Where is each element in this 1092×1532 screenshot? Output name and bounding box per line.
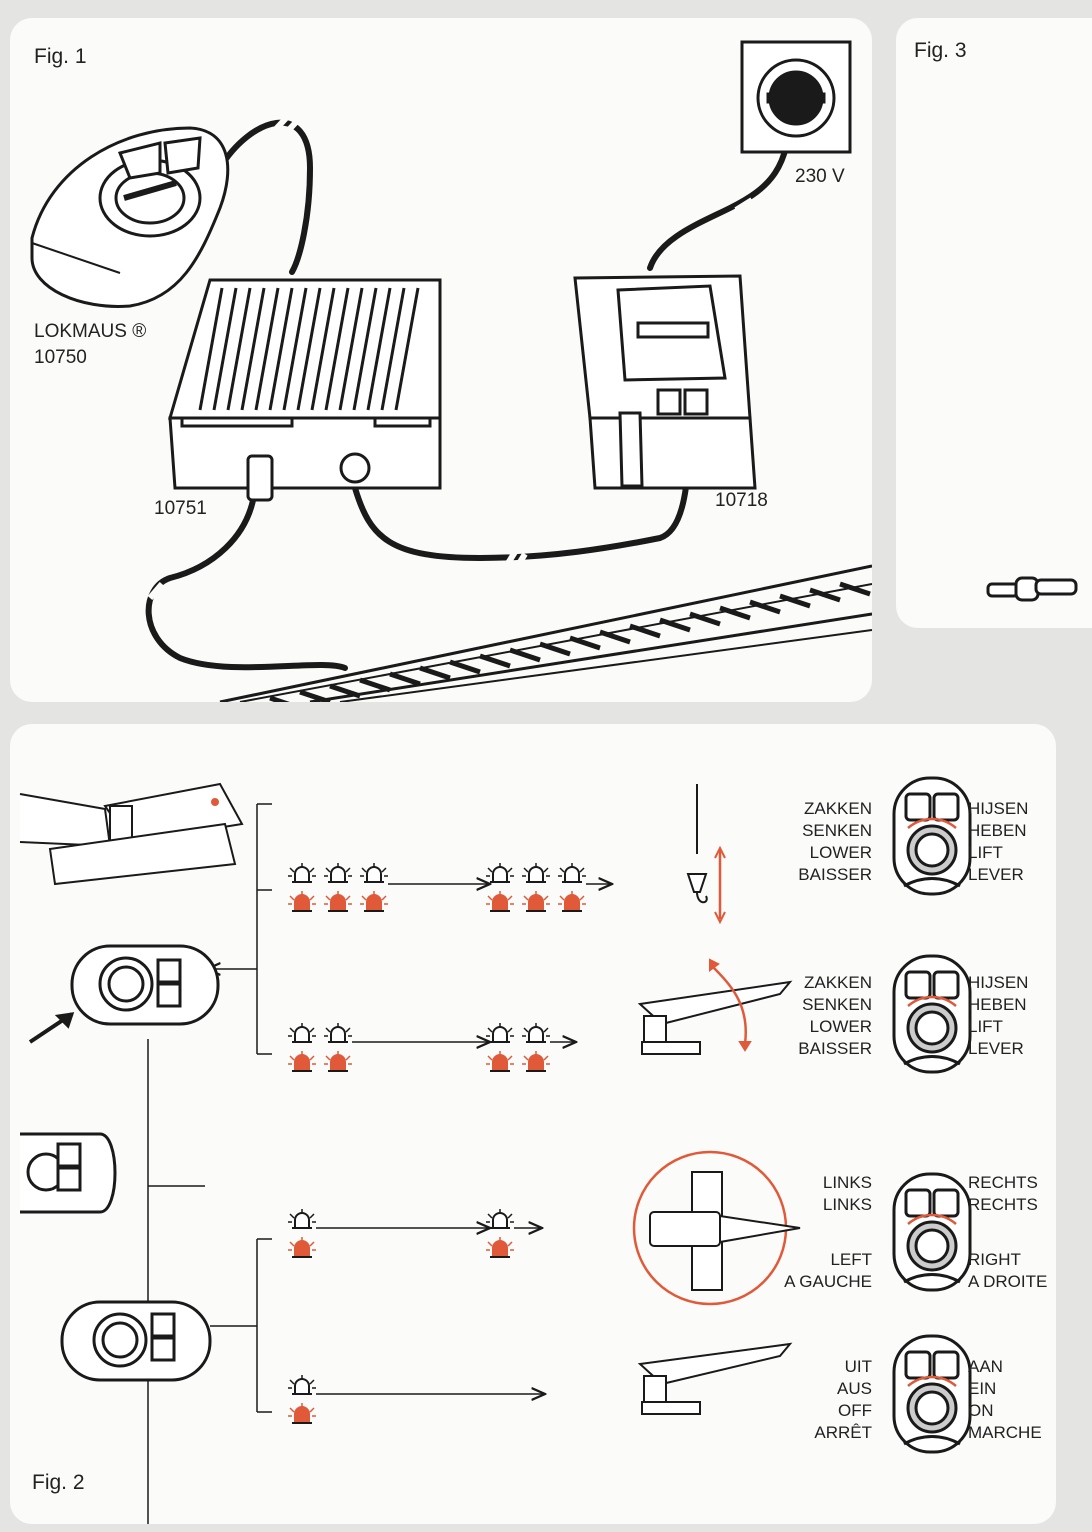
remote-icon-row1	[892, 776, 972, 896]
fig1-caption: Fig. 1	[34, 45, 87, 68]
row2-left-3: BAISSER	[798, 1039, 872, 1058]
row3-right-bottom-1: A DROITE	[968, 1272, 1048, 1291]
crane-wagon-icon	[19, 782, 244, 886]
controller-icon-3	[60, 1300, 212, 1382]
booster-number-label: 10751	[154, 498, 207, 519]
row2-right-1: HEBEN	[968, 995, 1027, 1014]
controller-icon-2	[20, 1132, 117, 1214]
fig2-drawing	[19, 776, 972, 1524]
row3-right-top-0: RECHTS	[968, 1173, 1038, 1192]
row3-right-bottom-0: RIGHT	[968, 1250, 1021, 1269]
fig1-drawing	[30, 40, 872, 702]
row3-lamps	[287, 1208, 542, 1258]
row1-right-2: LIFT	[968, 843, 1003, 862]
row1-right-3: LEVER	[968, 865, 1024, 884]
row2-right-2: LIFT	[968, 1017, 1003, 1036]
booster-box-icon	[168, 278, 442, 502]
row4-left-0: UIT	[844, 1357, 872, 1376]
crane-boom-icon-1	[637, 958, 793, 1055]
crane-hook-icon	[686, 784, 726, 925]
fig3-panel: Fig. 3	[896, 18, 1092, 628]
row4-left-2: OFF	[838, 1401, 872, 1420]
row1-left-2: LOWER	[809, 843, 872, 862]
row2-lamps	[287, 1022, 576, 1072]
row1-left-labels: ZAKKEN SENKEN LOWER BAISSER	[780, 798, 872, 886]
row4-left-3: ARRÊT	[814, 1423, 872, 1442]
row1-right-1: HEBEN	[968, 821, 1027, 840]
row3-left-top-labels: LINKS LINKS	[780, 1172, 872, 1216]
wall-socket-icon	[740, 40, 852, 154]
voltage-label: 230 V	[795, 166, 845, 187]
lokmaus-icon	[30, 126, 230, 308]
row2-left-0: ZAKKEN	[803, 973, 872, 992]
transformer-icon	[573, 274, 757, 490]
lokmaus-name-label: LOKMAUS ®	[34, 321, 147, 342]
connector-lines	[147, 803, 272, 1524]
row4-left-labels: UIT AUS OFF ARRÊT	[780, 1356, 872, 1444]
row2-left-2: LOWER	[809, 1017, 872, 1036]
row4-right-1: EIN	[968, 1379, 997, 1398]
controller-icon-1	[28, 944, 220, 1044]
remote-icon-row4	[892, 1334, 972, 1454]
row4-left-1: AUS	[837, 1379, 872, 1398]
row1-right-0: HIJSEN	[968, 799, 1029, 818]
row1-lamps	[287, 862, 612, 912]
coupler-icon	[986, 576, 1078, 602]
row3-left-top-0: LINKS	[822, 1173, 872, 1192]
row1-left-0: ZAKKEN	[803, 799, 872, 818]
remote-icon-row3	[892, 1172, 972, 1292]
fig3-drawing	[986, 576, 1078, 602]
row4-right-3: MARCHE	[968, 1423, 1042, 1442]
row3-right-top-labels: RECHTS RECHTS	[968, 1172, 1038, 1216]
row1-left-3: BAISSER	[798, 865, 872, 884]
row2-left-1: SENKEN	[802, 995, 872, 1014]
row3-left-bottom-1: A GAUCHE	[784, 1272, 872, 1291]
row4-right-labels: AAN EIN ON MARCHE	[968, 1356, 1042, 1444]
row4-right-2: ON	[968, 1401, 994, 1420]
row3-right-top-1: RECHTS	[968, 1195, 1038, 1214]
track-icon	[219, 564, 872, 702]
fig3-caption: Fig. 3	[914, 39, 967, 62]
crane-boom-icon-2	[637, 1342, 793, 1415]
row3-left-top-1: LINKS	[822, 1195, 872, 1214]
lokmaus-number-label: 10750	[34, 347, 87, 368]
row3-left-bottom-0: LEFT	[830, 1250, 872, 1269]
row1-left-1: SENKEN	[802, 821, 872, 840]
row3-right-bottom-labels: RIGHT A DROITE	[968, 1249, 1047, 1293]
row4-right-0: AAN	[968, 1357, 1003, 1376]
row1-right-labels: HIJSEN HEBEN LIFT LEVER	[968, 798, 1028, 886]
fig2-caption: Fig. 2	[32, 1471, 85, 1494]
row2-right-3: LEVER	[968, 1039, 1024, 1058]
row2-right-labels: HIJSEN HEBEN LIFT LEVER	[968, 972, 1028, 1060]
crane-rotate-icon	[632, 1150, 801, 1306]
transformer-number-label: 10718	[715, 490, 768, 511]
remote-icon-row2	[892, 954, 972, 1074]
row3-left-bottom-labels: LEFT A GAUCHE	[772, 1249, 872, 1293]
fig1-panel: Fig. 1 LOKMAUS ® 10750 10751 10718 230 V	[10, 18, 872, 702]
row2-right-0: HIJSEN	[968, 973, 1029, 992]
row2-left-labels: ZAKKEN SENKEN LOWER BAISSER	[780, 972, 872, 1060]
row4-lamps	[287, 1374, 545, 1424]
fig2-panel: Fig. 2 ZAKKEN SENKEN LOWER BAISSER HIJSE…	[10, 724, 1056, 1524]
